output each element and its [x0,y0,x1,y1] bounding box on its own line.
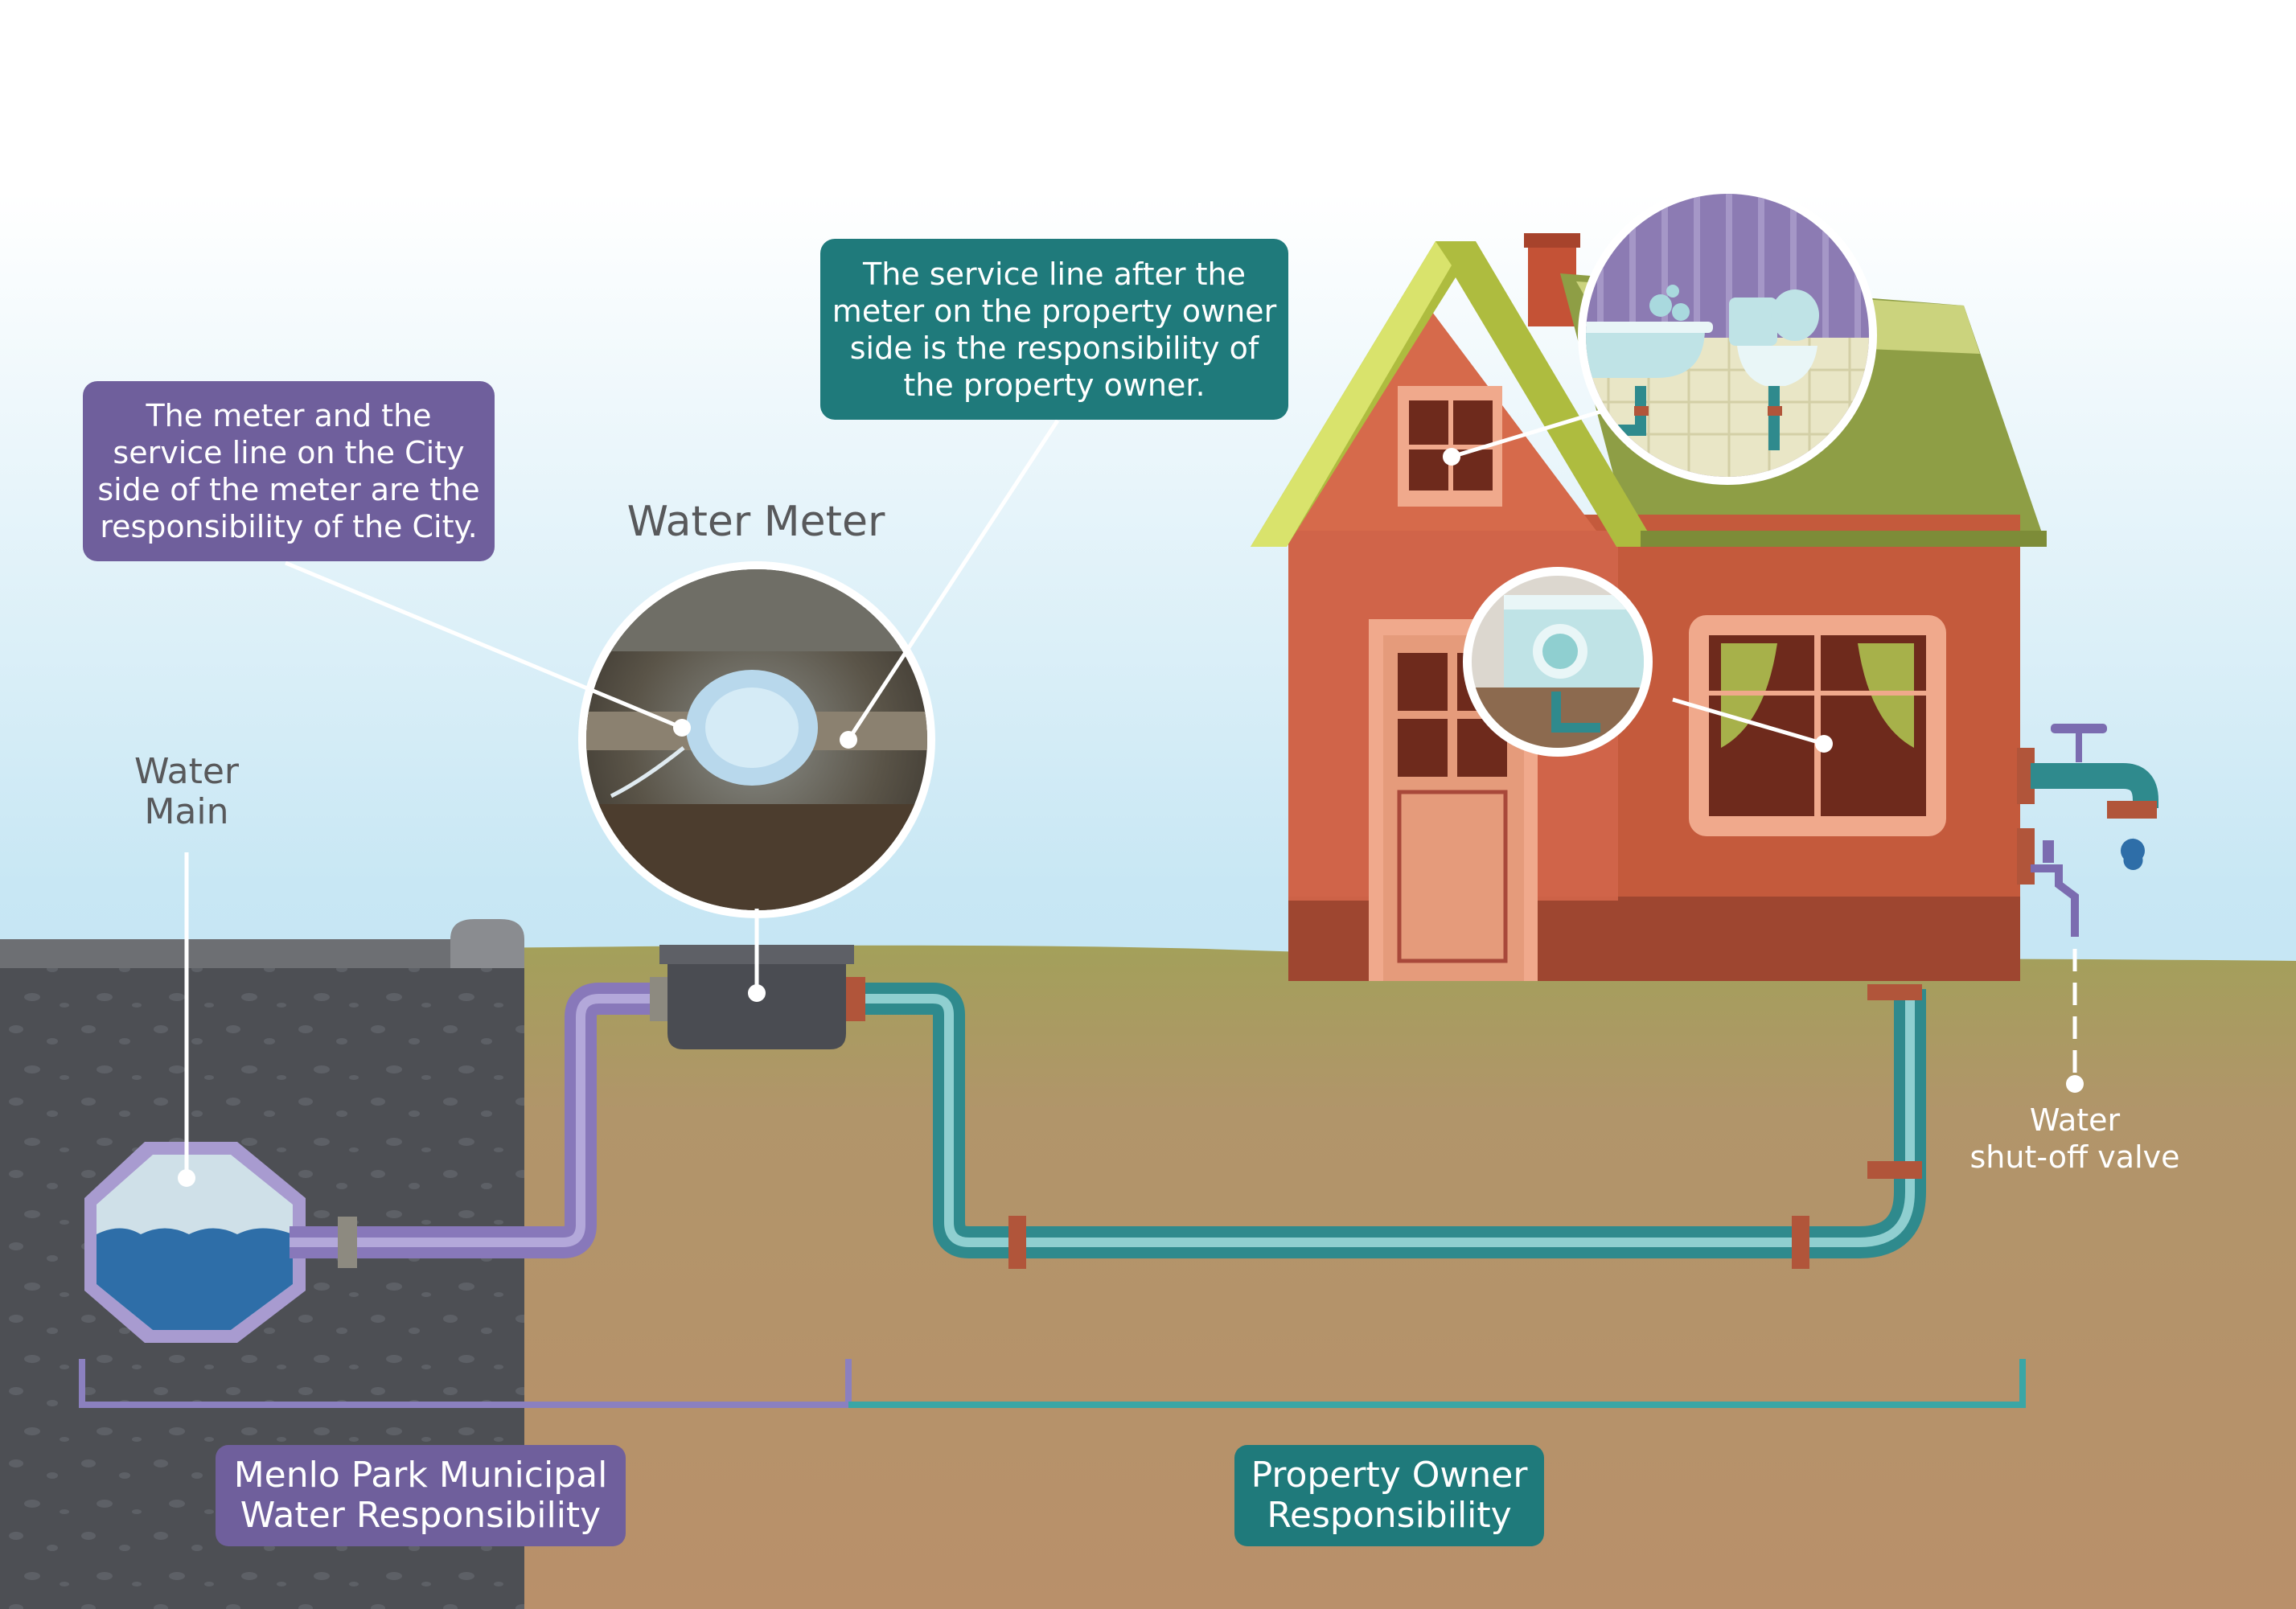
exterior-spigot [2017,724,2158,870]
city-service-pipe [290,983,672,1258]
leader-dots [178,448,2084,1187]
pipe-coupling [338,1217,357,1268]
pipe-coupling [844,977,865,1021]
bathroom-inset [1578,186,1877,485]
owner-responsibility-callout: The service line after the meter on the … [820,239,1288,420]
water-meter-photo [578,561,935,918]
owner-service-pipe [852,983,1926,1258]
street-surface [0,939,524,968]
pipe-coupling [1867,1161,1922,1179]
municipal-responsibility-label: Menlo Park Municipal Water Responsibilit… [216,1445,626,1546]
house [1251,233,2047,981]
curb [450,919,524,968]
owner-bracket [848,1359,2026,1408]
laundry-inset [1463,567,1653,757]
city-responsibility-callout: The meter and the service line on the Ci… [83,381,495,561]
water-meter-label: Water Meter [626,498,885,546]
owner-responsibility-label: Property Owner Responsibility [1234,1445,1544,1546]
pipe-coupling [1008,1216,1026,1269]
shutoff-valve-label: Water shut-off valve [1969,1102,2180,1175]
water-main-pipe [84,1142,306,1343]
municipal-bracket [79,1359,852,1408]
shutoff-valve [2017,828,2079,937]
leader-lines [184,409,2077,1178]
pipe-coupling [650,977,671,1021]
water-main-label: Water Main [133,751,240,832]
pipe-coupling [1867,984,1922,1000]
pipe-coupling [1792,1216,1809,1269]
